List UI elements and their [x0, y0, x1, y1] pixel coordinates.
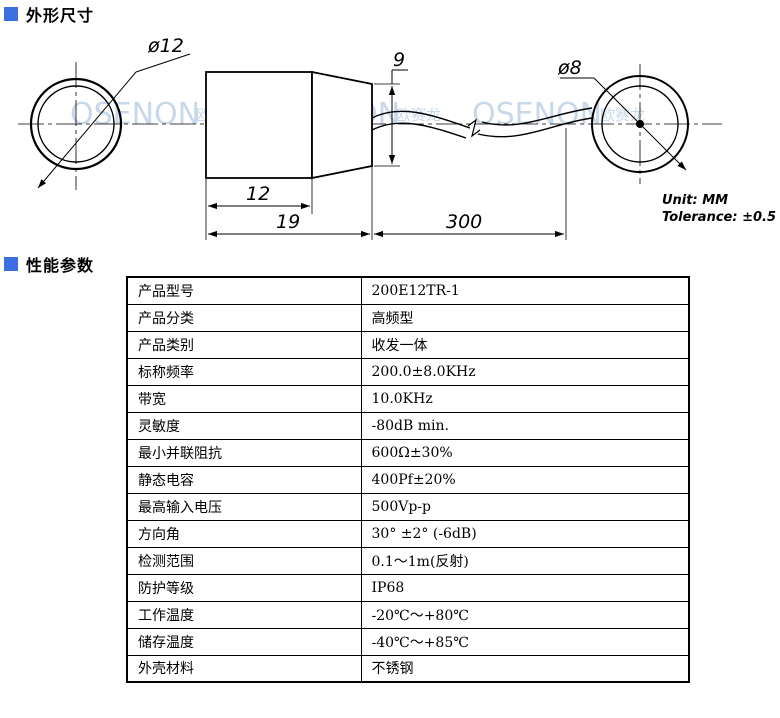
spec-value: 高频型 [360, 303, 690, 332]
spec-label: 产品类别 [126, 330, 362, 359]
spec-label: 静态电容 [126, 465, 362, 494]
spec-label: 最小并联阻抗 [126, 438, 362, 467]
spec-label: 检测范围 [126, 546, 362, 575]
table-row: 产品分类高频型 [126, 303, 690, 332]
spec-label: 外壳材料 [126, 654, 362, 683]
dim-300: 300 [446, 211, 482, 233]
dim-front-diameter: ø12 [147, 35, 184, 57]
spec-label: 带宽 [126, 384, 362, 413]
spec-value: 收发一体 [360, 330, 690, 359]
spec-value: -20℃～+80℃ [360, 600, 690, 629]
watermark-cn-2: 欧赛龙 [396, 106, 441, 124]
unit-note: Unit: MM [662, 193, 728, 208]
spec-value: 400Pf±20% [360, 465, 690, 494]
spec-label: 防护等级 [126, 573, 362, 602]
section-header-performance: 性能参数 [4, 252, 94, 276]
table-row: 灵敏度-80dB min. [126, 411, 690, 440]
spec-label: 产品分类 [126, 303, 362, 332]
watermark-brand-1: OSENON [70, 97, 200, 132]
spec-value: 0.1～1m(反射) [360, 546, 690, 575]
spec-value: 500Vp-p [360, 492, 690, 521]
tolerance-note: Tolerance: ±0.5 [662, 210, 776, 225]
spec-label: 灵敏度 [126, 411, 362, 440]
watermark-brand-3: OSENON [472, 97, 602, 132]
spec-value: 10.0KHz [360, 384, 690, 413]
spec-value: 200E12TR-1 [360, 276, 690, 305]
spec-label: 储存温度 [126, 627, 362, 656]
watermark-cn-3: 欧赛龙 [600, 106, 645, 124]
spec-label: 工作温度 [126, 600, 362, 629]
front-view: ø12 [29, 35, 191, 189]
section-marker-icon [4, 7, 18, 21]
spec-value: 不锈钢 [360, 654, 690, 683]
table-row: 产品类别收发一体 [126, 330, 690, 359]
section-title-performance: 性能参数 [26, 256, 95, 275]
spec-value: -40℃～+85℃ [360, 627, 690, 656]
spec-label: 标称频率 [126, 357, 362, 386]
back-view: ø8 Unit: MM Tolerance: ±0.5 [557, 57, 776, 225]
section-header-dimensions: 外形尺寸 [4, 2, 94, 26]
spec-label: 最高输入电压 [126, 492, 362, 521]
table-row: 工作温度-20℃～+80℃ [126, 600, 690, 629]
spec-value: 200.0±8.0KHz [360, 357, 690, 386]
spec-value: 600Ω±30% [360, 438, 690, 467]
table-row: 外壳材料不锈钢 [126, 654, 690, 683]
dim-9: 9 [393, 49, 405, 71]
dim-back-diameter: ø8 [557, 57, 582, 79]
spec-label: 方向角 [126, 519, 362, 548]
section-title-dimensions: 外形尺寸 [26, 6, 95, 25]
section-marker-icon [4, 257, 18, 271]
spec-label: 产品型号 [126, 276, 362, 305]
table-row: 储存温度-40℃～+85℃ [126, 627, 690, 656]
spec-value: -80dB min. [360, 411, 690, 440]
side-view: 9 12 19 300 [205, 49, 593, 240]
dimension-drawing: OSENON 欧赛龙 OSENON 欧赛龙 OSENON 欧赛龙 ø12 [18, 35, 776, 240]
spec-value: 30° ±2° (-6dB) [360, 519, 690, 548]
spec-value: IP68 [360, 573, 690, 602]
dim-12: 12 [246, 183, 270, 205]
dim-19: 19 [276, 211, 300, 233]
